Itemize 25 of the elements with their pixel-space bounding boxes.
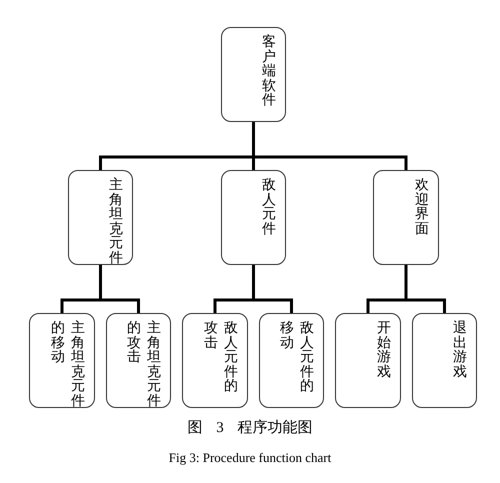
box-label: 敌人元件 [261,178,276,238]
connector-line [404,265,446,313]
process-box [335,313,401,408]
process-box [29,313,95,408]
box-label: 退出游戏 [452,321,467,382]
process-box [373,170,439,265]
process-box [221,27,286,122]
process-box [182,313,248,408]
process-box [259,313,324,408]
figure-caption: Fig 3: Procedure function chart [168,450,332,465]
box-label: 敌人元件的攻击 [204,321,238,396]
process-box [412,313,477,408]
figure-caption: 图 3 程序功能图 [188,420,312,436]
box-label: 敌人元件的移动 [280,321,314,396]
box-label: 主角坦克元件的攻击 [127,321,161,409]
box-label: 主角坦克元件的移动 [51,321,85,409]
connector-line [99,265,140,313]
process-box [68,170,133,265]
box-label: 主角坦克元件 [108,178,123,266]
box-label: 开始游戏 [376,321,391,382]
box-label: 客户端软件 [261,35,276,110]
box-label: 欢迎界面 [414,178,429,238]
connector-line [252,265,293,313]
process-box [106,313,171,408]
process-box [221,170,286,265]
